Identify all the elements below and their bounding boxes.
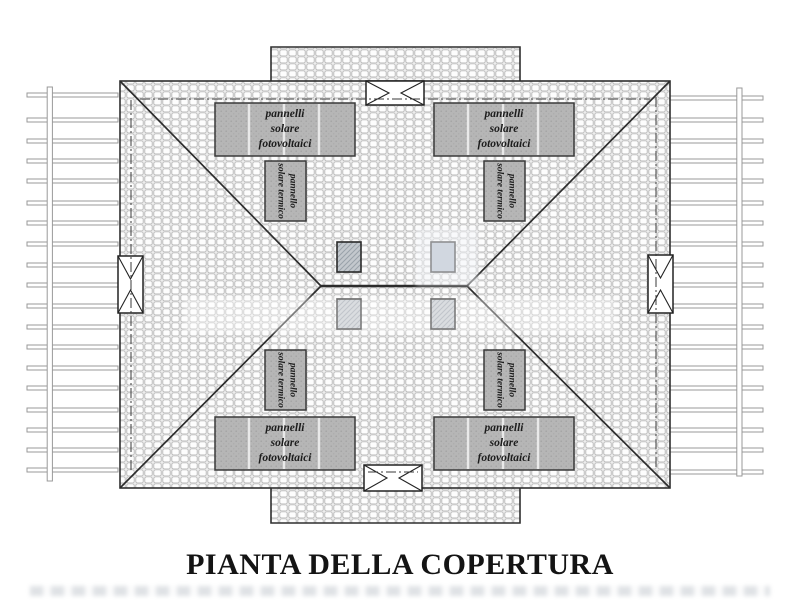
- pergola-right-post: [736, 87, 743, 477]
- roof-top-bump-outline: [270, 46, 521, 81]
- hip-top-right: [466, 80, 671, 287]
- drawing-title: PIANTA DELLA COPERTURA: [186, 548, 614, 581]
- roof-vent-right: [647, 254, 674, 314]
- skylight-upper-left: [336, 241, 362, 273]
- pv-array-bottom-right: [433, 416, 575, 471]
- pergola-left: [26, 86, 119, 482]
- pv-arrays: [214, 102, 575, 471]
- hip-top-left: [119, 80, 322, 287]
- roof-bottom-bump-outline: [270, 488, 521, 524]
- watermark-mid-band: [185, 297, 615, 333]
- hip-bottom-right: [466, 285, 671, 489]
- thermal-panels: [264, 160, 526, 411]
- thermal-panel-bottom-right: [483, 349, 526, 411]
- pv-array-top-right: [433, 102, 575, 157]
- thermal-panel-top-left: [264, 160, 307, 222]
- watermark-halo: [416, 228, 478, 286]
- pergola-left-post: [46, 86, 53, 482]
- hip-ridge-lines: [119, 80, 671, 489]
- pv-array-top-left: [214, 102, 356, 157]
- pv-array-bottom-left: [214, 416, 356, 471]
- skylight-lower-right: [430, 298, 456, 330]
- skylight-lower-left: [336, 298, 362, 330]
- thermal-panel-top-right: [483, 160, 526, 222]
- roof-vent-top: [365, 80, 425, 106]
- axis-dashed-lines: [130, 97, 657, 473]
- pergola-right: [669, 87, 764, 477]
- pergola-right-beams: [669, 95, 764, 475]
- hip-bottom-left: [119, 285, 322, 489]
- roof-vent-bottom: [363, 464, 423, 492]
- watermark-bottom-band: [30, 586, 770, 596]
- pergola-left-beams: [26, 92, 119, 473]
- thermal-panel-bottom-left: [264, 349, 307, 411]
